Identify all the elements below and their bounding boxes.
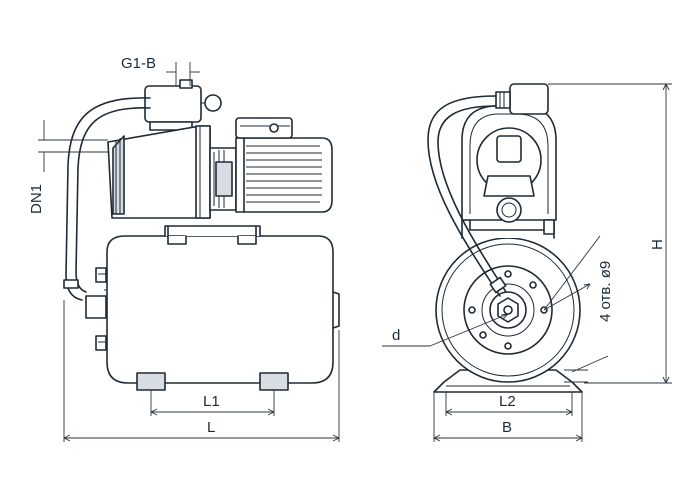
label-total-width: B	[502, 419, 512, 436]
side-view-hose	[63, 97, 151, 301]
side-view-motor	[235, 117, 333, 213]
front-view-pump	[461, 105, 557, 235]
side-view-tank	[104, 235, 340, 391]
dimension-h: H	[548, 83, 672, 384]
side-view-pressure-switch	[144, 79, 222, 131]
label-total-length: L	[207, 419, 215, 436]
side-view-pump-body	[107, 125, 211, 219]
front-view-pressure-switch	[495, 83, 549, 115]
side-view-bracket	[164, 225, 261, 245]
label-foot-spacing-side: L1	[203, 393, 220, 410]
side-view: G1-B DN1 L1 L	[28, 55, 340, 442]
label-foot-spacing-front: L2	[499, 393, 516, 410]
label-total-height: H	[649, 239, 666, 250]
label-thread: G1-B	[121, 55, 156, 72]
side-view-tank-connector	[85, 267, 107, 351]
label-holes: 4 отв. ø9	[597, 261, 614, 322]
dimension-dn1: DN1	[28, 120, 108, 214]
front-view-support	[461, 217, 555, 239]
dimension-g1b: G1-B	[121, 55, 200, 86]
label-nominal-diameter: DN1	[28, 184, 45, 214]
dimension-base-leader	[564, 355, 609, 383]
dimension-b: B	[433, 392, 583, 442]
dimension-l1: L1	[150, 390, 275, 416]
dimension-l2: L2	[445, 392, 573, 416]
dimension-d: d	[382, 313, 509, 347]
side-view-lantern	[209, 147, 237, 211]
label-pipe-diameter: d	[392, 327, 400, 344]
dimension-l: L	[63, 300, 340, 442]
front-view-hose	[427, 95, 507, 297]
front-view-tank	[435, 237, 581, 383]
front-view: d 4 отв. ø9 H L2	[382, 83, 672, 442]
dimension-holes: 4 отв. ø9	[543, 235, 614, 322]
